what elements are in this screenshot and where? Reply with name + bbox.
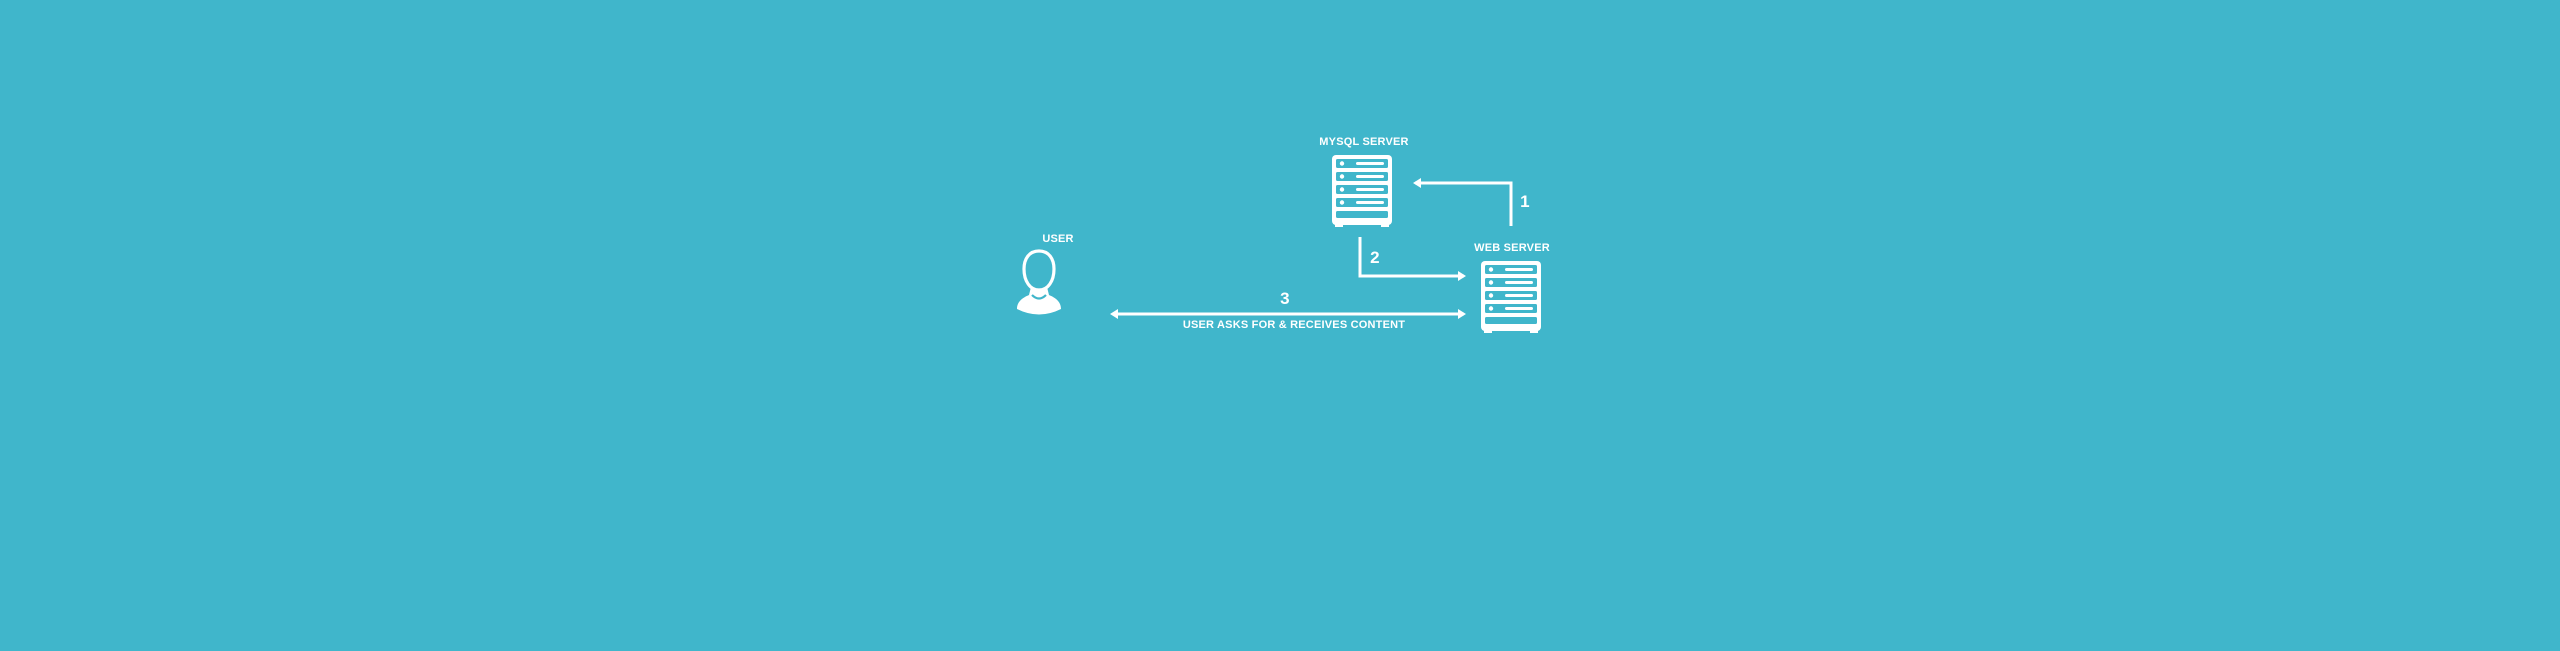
user-label: USER (1042, 233, 1074, 245)
arrow-web-to-mysql (1413, 178, 1513, 226)
web-server-label: WEB SERVER (1474, 242, 1550, 254)
step-2-label: 2 (1370, 248, 1380, 267)
arrow-mysql-to-web (1358, 237, 1466, 281)
user-icon (1017, 249, 1061, 315)
user-web-edge-caption: USER ASKS FOR & RECEIVES CONTENT (1182, 319, 1406, 331)
mysql-server-label: MYSQL SERVER (1319, 136, 1409, 148)
step-3-label: 3 (1280, 289, 1290, 308)
web-server-icon (1481, 261, 1541, 333)
step-1-label: 1 (1520, 192, 1530, 211)
mysql-server-icon (1332, 155, 1392, 227)
